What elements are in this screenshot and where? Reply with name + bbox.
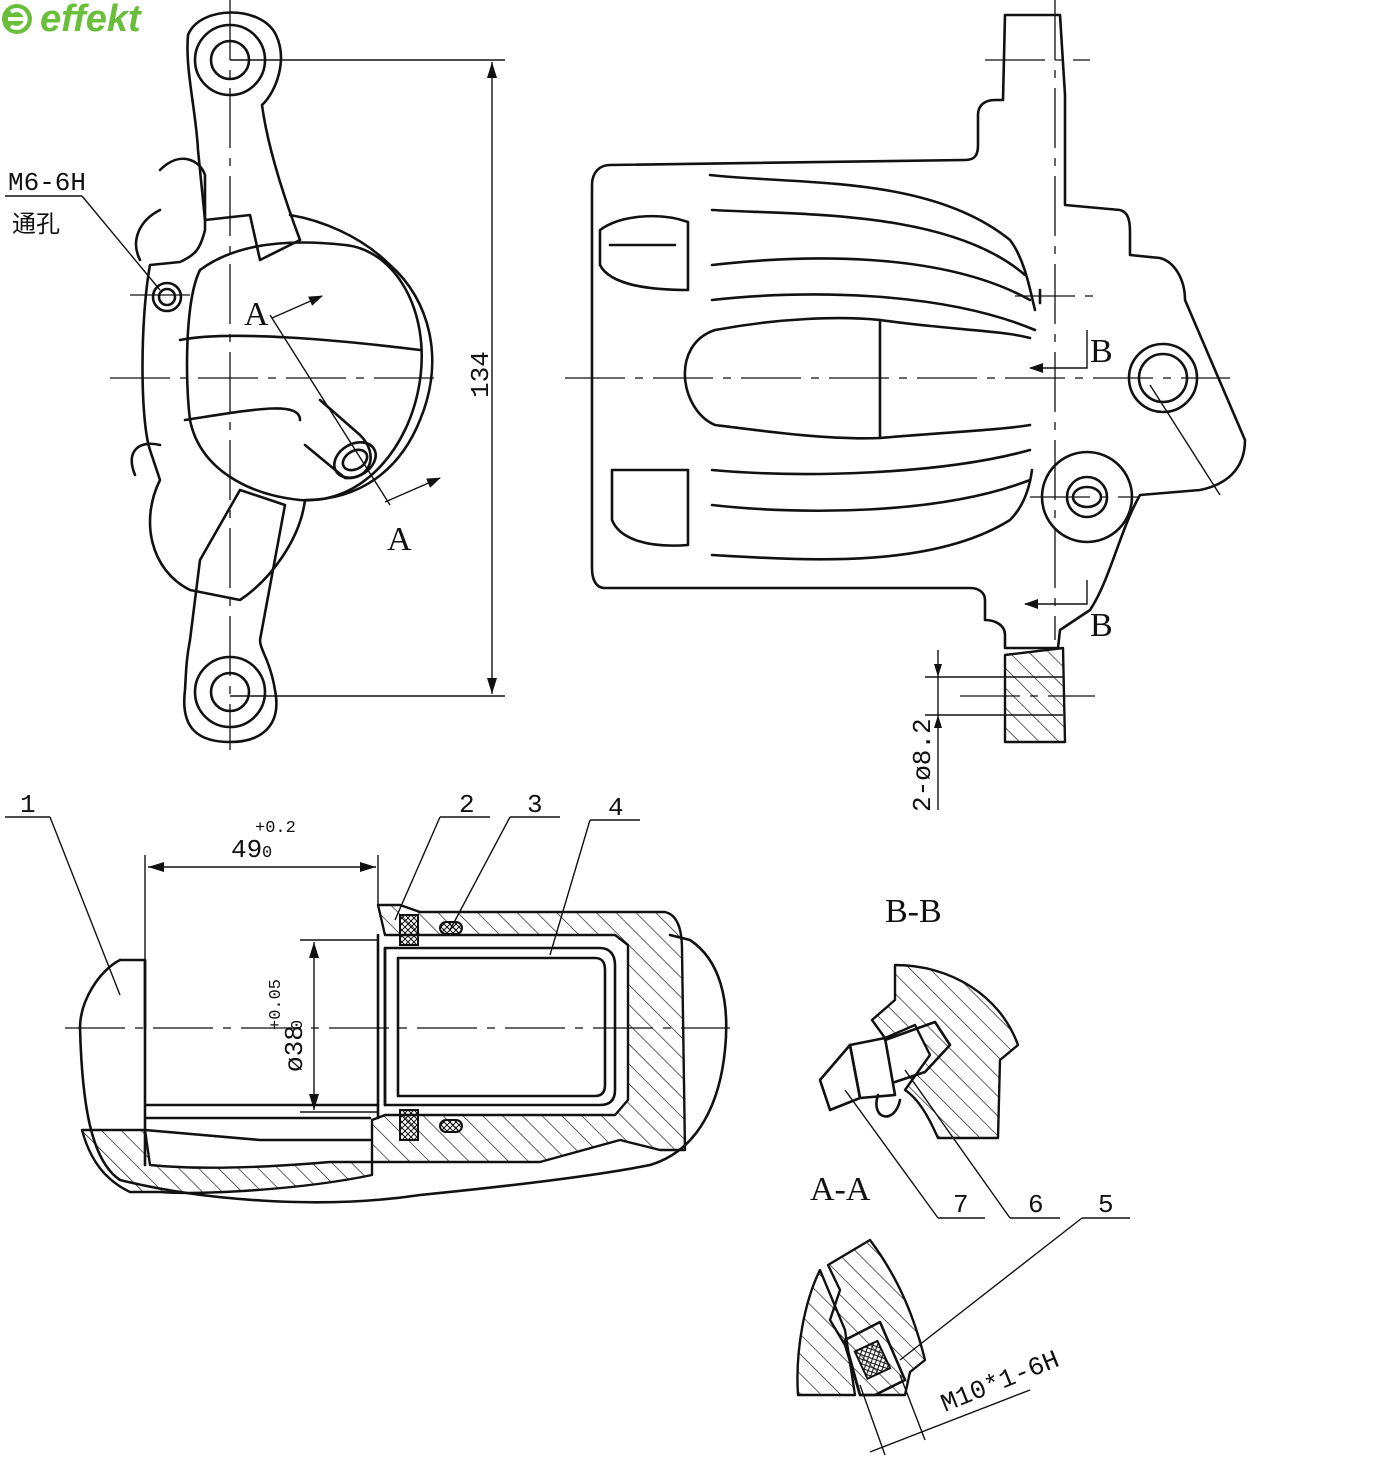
depth-tolerance-lower: 0 <box>262 844 272 863</box>
side-view: M6-6H 通孔 A A 134 <box>5 0 505 750</box>
section-bb-view: B-B 7 6 5 <box>818 893 1130 1361</box>
bore-tolerance-upper: +0.05 <box>267 979 286 1030</box>
thread-spec-aa: M10*1-6H <box>937 1345 1064 1420</box>
section-mark-b-top: B <box>1090 333 1113 370</box>
section-aa-view: A-A M10*1-6H <box>796 1171 1064 1456</box>
section-aa-title: A-A <box>810 1171 871 1208</box>
callout-3: 3 <box>527 790 543 820</box>
callout-2: 2 <box>459 790 475 820</box>
depth-tolerance-upper: +0.2 <box>255 819 296 838</box>
callout-5: 5 <box>1098 1190 1114 1220</box>
depth-dimension: 49 <box>231 835 262 865</box>
callout-7: 7 <box>953 1190 969 1220</box>
hole-spec: 2-ø8.2 <box>908 718 938 812</box>
logo-text: effekt <box>40 0 142 40</box>
section-mark-a-top: A <box>244 296 269 333</box>
bore-tolerance-lower: 0 <box>289 1020 308 1030</box>
callout-1: 1 <box>20 790 36 820</box>
bore-dimension: ø38 <box>280 1025 310 1072</box>
front-view: B B 2-ø8.2 <box>565 0 1247 812</box>
thread-note: M6-6H <box>8 168 86 198</box>
main-section-view: 49 +0.2 0 ø38 +0.05 0 1 2 3 4 <box>5 790 730 1204</box>
brand-logo: effekt <box>2 0 142 40</box>
callout-4: 4 <box>608 793 624 823</box>
section-mark-b-bottom: B <box>1090 607 1113 644</box>
thread-note-cn: 通孔 <box>12 210 60 238</box>
callout-6: 6 <box>1028 1190 1044 1220</box>
section-mark-a-bottom: A <box>387 521 412 558</box>
section-bb-title: B-B <box>885 893 942 930</box>
overall-height-dimension: 134 <box>466 351 496 398</box>
